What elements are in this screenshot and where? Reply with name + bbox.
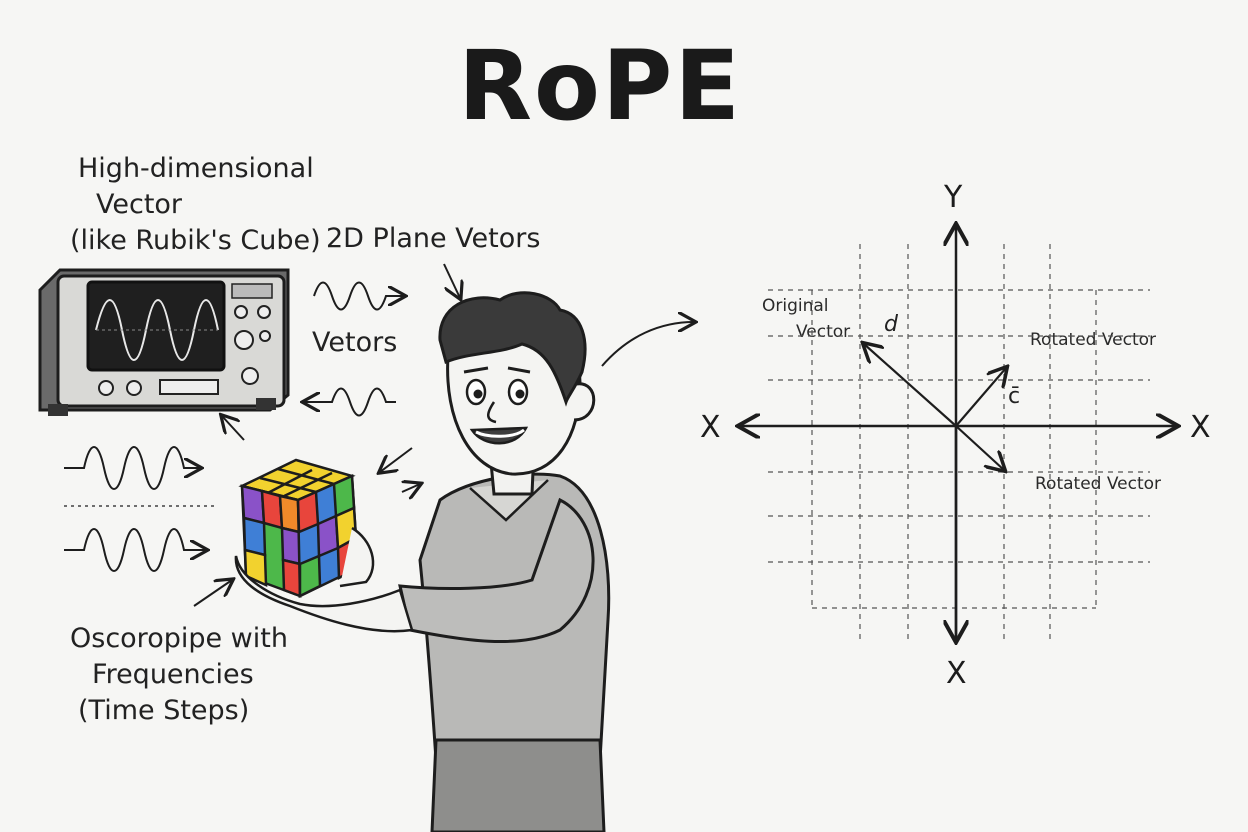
axis-x-bottom-label: X xyxy=(946,656,967,691)
rotated-vector-arrow-2 xyxy=(955,425,1004,470)
oscilloscope-label-line2: Frequencies xyxy=(92,659,254,690)
rotated-vector-label-1: Rotated Vector xyxy=(1030,330,1157,350)
high-dim-label-line3: (like Rubik's Cube) xyxy=(70,225,321,256)
hands-illustration xyxy=(234,526,414,633)
vetors-label: Vetors xyxy=(312,327,398,358)
axis-y-top-label: Y xyxy=(944,180,963,215)
oscilloscope-icon xyxy=(38,268,290,416)
oscilloscope-label-line3: (Time Steps) xyxy=(78,695,250,726)
axis-x-right-label: X xyxy=(1190,410,1211,445)
rotated-vector-label-2: Rotated Vector xyxy=(1035,474,1162,494)
symbol-d: d xyxy=(884,312,898,337)
page-title: RoPE xyxy=(458,30,742,142)
graph-vectors xyxy=(864,344,1006,470)
axis-x-left-label: X xyxy=(700,410,721,445)
original-vector-arrow xyxy=(864,344,957,427)
plane-vectors-label: 2D Plane Vetors xyxy=(326,223,541,254)
pointer-arrows xyxy=(193,263,694,607)
person-illustration xyxy=(398,291,611,832)
graph-axes xyxy=(740,226,1176,640)
original-vector-label-line2: Vector xyxy=(796,322,851,342)
high-dim-label-line1: High-dimensional xyxy=(78,153,314,184)
symbol-c: c̄ xyxy=(1008,384,1021,409)
rotated-vector-arrow-1 xyxy=(955,368,1006,427)
oscilloscope-label-line1: Oscoropipe with xyxy=(70,623,288,654)
rubiks-cube-icon xyxy=(238,458,360,599)
wave-icon-group xyxy=(64,281,404,572)
high-dim-label-line2: Vector xyxy=(96,189,183,220)
graph-grid xyxy=(768,244,1150,640)
